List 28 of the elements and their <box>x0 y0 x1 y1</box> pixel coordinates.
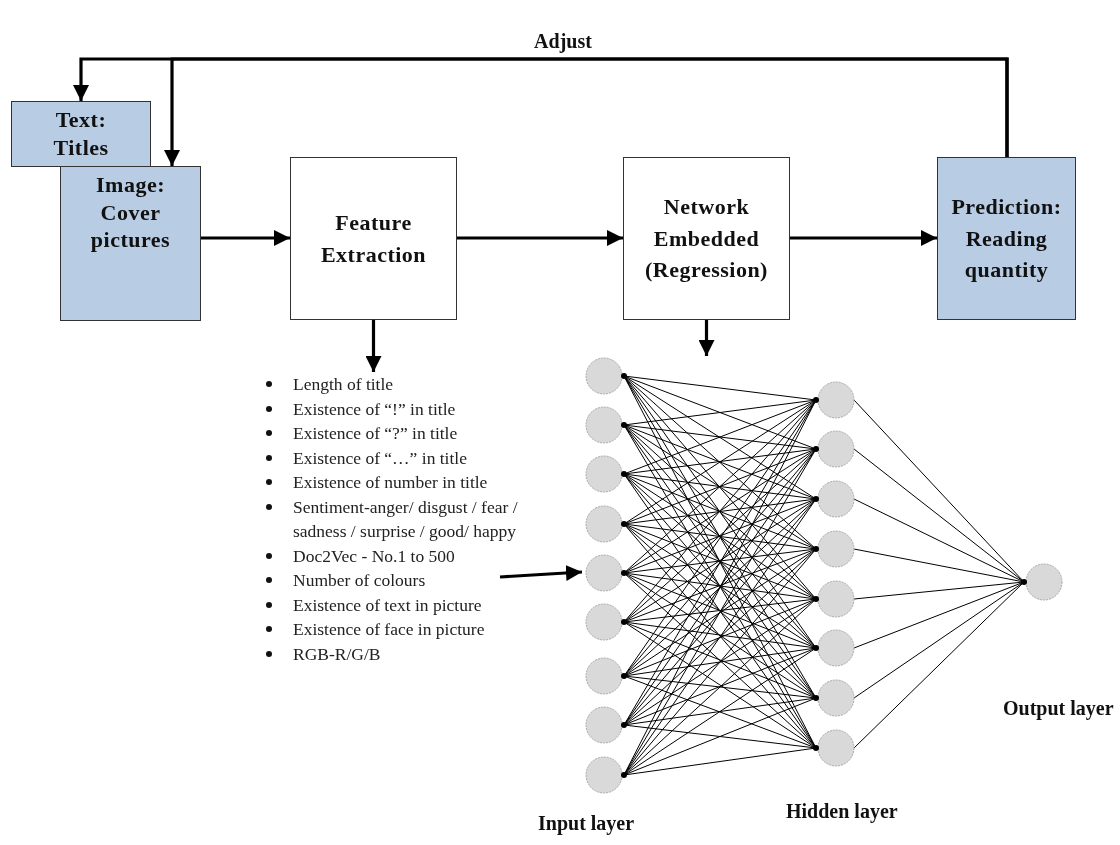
data-box: Prediction: Reading quantity <box>937 157 1076 320</box>
edge-label: Adjust <box>534 30 592 53</box>
feature-item: RGB-R/G/B <box>293 642 382 666</box>
arrow <box>790 230 937 246</box>
arrow <box>164 57 1009 166</box>
feature-item: Existence of “…” in title <box>293 446 468 470</box>
layer-label: Hidden layer <box>786 800 898 823</box>
arrow <box>201 230 290 246</box>
layer-label: Input layer <box>538 812 635 835</box>
feature-item: Sentiment-anger/ disgust / fear / sadness / surprise / good/ happy <box>293 495 518 543</box>
feature-item: Existence of number in title <box>293 471 489 494</box>
feature-item: Number of colours <box>293 569 427 592</box>
feature-item: Existence of text in picture <box>293 593 483 617</box>
feature-item: Length of title <box>293 373 395 396</box>
feature-item: Doc2Vec - No.1 to 500 <box>293 544 456 568</box>
data-box: Text: Titles <box>11 101 151 167</box>
feature-item: Existence of “!” in title <box>293 397 457 421</box>
data-box: Image: Cover pictures <box>60 166 201 321</box>
arrow <box>365 320 382 372</box>
arrow <box>698 320 715 356</box>
process-box: Network Embedded (Regression) <box>623 157 790 320</box>
arrow <box>457 230 623 246</box>
process-box: Feature Extraction <box>290 157 457 320</box>
neural-network-drawing <box>585 357 1063 794</box>
layer-label: Output layer <box>1003 697 1114 720</box>
feature-item: Existence of “?” in title <box>293 422 459 445</box>
arrow <box>499 565 583 581</box>
feature-item: Existence of face in picture <box>293 618 486 641</box>
